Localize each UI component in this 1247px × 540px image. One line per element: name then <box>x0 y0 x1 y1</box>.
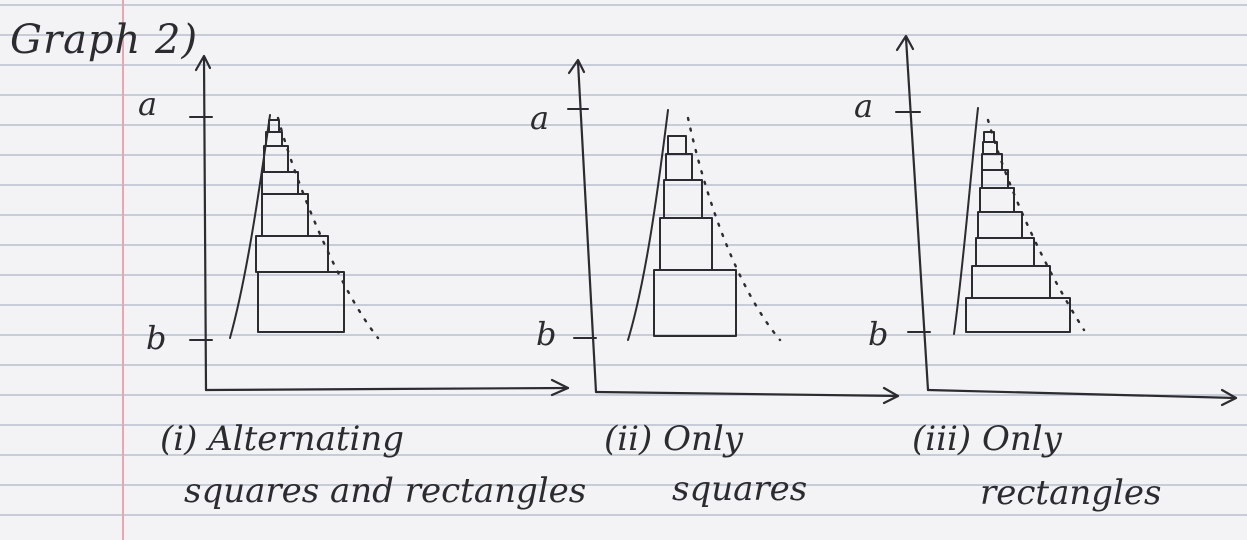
stacked-boxes <box>965 131 1071 333</box>
box <box>663 179 703 219</box>
y-axis-arrowhead <box>194 54 212 72</box>
dotted-curve <box>686 116 782 342</box>
box <box>665 153 693 181</box>
box <box>977 211 1023 239</box>
box <box>257 271 345 333</box>
box <box>981 153 1003 171</box>
box <box>965 297 1071 333</box>
box <box>653 269 737 337</box>
y-axis-arrowhead <box>895 34 915 52</box>
panel-ii-caption-line1: (ii) Only <box>604 419 743 459</box>
panel-i-a-label: a <box>138 85 158 123</box>
stacked-boxes <box>653 135 737 337</box>
x-axis-arrowhead <box>882 386 900 405</box>
x-axis <box>926 388 1238 400</box>
panel-i-caption-line1: (i) Alternating <box>160 419 405 459</box>
box <box>971 265 1051 299</box>
box <box>268 119 280 133</box>
box <box>261 171 299 195</box>
margin-line <box>122 0 124 540</box>
x-axis-arrowhead <box>1220 388 1238 407</box>
curve <box>627 109 669 341</box>
y-axis <box>576 60 598 394</box>
y-axis <box>904 36 930 392</box>
box <box>261 193 309 237</box>
panel-ii-b-label: b <box>536 315 557 353</box>
panel-i-b-label: b <box>146 319 167 357</box>
box <box>659 217 713 271</box>
panel-iii-caption-line2: rectangles <box>980 473 1162 513</box>
stacked-boxes <box>255 119 345 333</box>
box <box>983 131 995 143</box>
box <box>667 135 687 155</box>
box <box>255 235 329 273</box>
x-axis-arrowhead <box>550 378 570 397</box>
x-axis <box>594 390 900 398</box>
box <box>981 169 1009 189</box>
dotted-curve <box>276 116 380 340</box>
panel-ii-caption-line2: squares <box>672 469 808 509</box>
panel-ii <box>567 58 900 405</box>
x-axis <box>204 386 570 392</box>
y-axis <box>202 56 208 392</box>
panel-iii-b-label: b <box>868 315 889 353</box>
box <box>265 131 283 147</box>
panel-iii <box>895 34 1238 407</box>
panel-i <box>189 54 570 397</box>
panel-iii-caption-line1: (iii) Only <box>912 419 1062 459</box>
box <box>975 237 1035 267</box>
panel-iii-a-label: a <box>854 87 874 125</box>
y-axis-arrowhead <box>567 58 586 75</box>
panel-i-caption-line2: squares and rectangles <box>184 471 587 511</box>
box <box>263 145 289 173</box>
box <box>979 187 1015 213</box>
panel-ii-a-label: a <box>530 99 550 137</box>
graph-title: Graph 2) <box>10 17 199 63</box>
curve <box>953 107 979 335</box>
